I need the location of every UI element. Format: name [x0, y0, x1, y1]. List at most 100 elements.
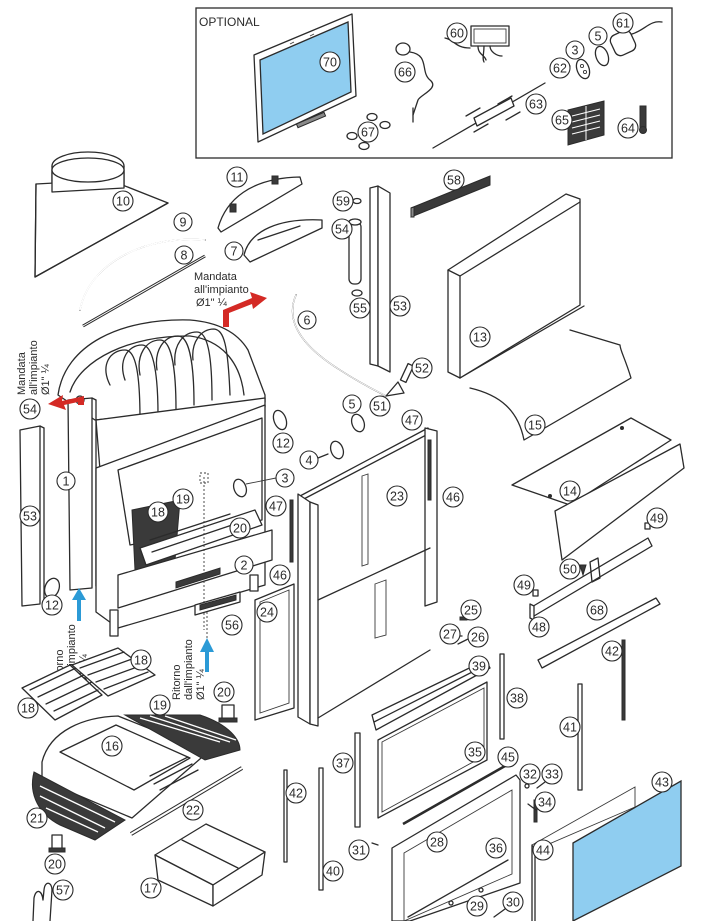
- callout-circle: [19, 505, 41, 527]
- supply-arrow-red-left: [48, 395, 84, 410]
- callout-part-5: 5: [342, 394, 362, 414]
- callout-number: 12: [276, 437, 290, 451]
- callout-number: 57: [56, 884, 70, 898]
- part-70-optional-glass-door: [253, 13, 357, 143]
- callout-number: 4: [306, 454, 313, 468]
- callout-part-15: 15: [524, 414, 546, 436]
- callout-part-42: 42: [601, 640, 623, 662]
- callout-circle: [112, 190, 134, 212]
- callout-part-62: 62: [549, 57, 571, 79]
- callout-part-40: 40: [322, 860, 344, 882]
- callout-number: 35: [468, 746, 482, 760]
- callout-circle: [275, 468, 295, 488]
- callout-part-8: 8: [174, 245, 194, 265]
- supply-annotation-top: Mandata all'impianto Ø1" ¼: [194, 271, 267, 327]
- callout-circle: [19, 398, 41, 420]
- callout-number: 11: [231, 171, 244, 185]
- callout-circle: [174, 245, 194, 265]
- callout-number: 2: [241, 559, 248, 573]
- callout-number: 46: [446, 491, 460, 505]
- callout-circle: [331, 218, 353, 240]
- callout-number: 22: [186, 804, 200, 818]
- callout-part-3: 3: [565, 40, 585, 60]
- callout-part-2: 2: [234, 555, 254, 575]
- callout-circle: [469, 326, 491, 348]
- callout-part-7: 7: [224, 241, 244, 261]
- callout-part-65: 65: [551, 109, 573, 131]
- callout-circle: [256, 601, 278, 623]
- callout-part-26: 26: [467, 626, 489, 648]
- callout-number: 17: [144, 882, 158, 896]
- callout-number: 39: [472, 660, 486, 674]
- callout-part-60: 60: [446, 22, 468, 44]
- callout-number: 51: [373, 400, 387, 414]
- callout-part-46: 46: [269, 564, 291, 586]
- callout-number: 27: [443, 628, 457, 642]
- callout-circle: [559, 558, 581, 580]
- callout-circle: [44, 853, 66, 875]
- callout-part-12: 12: [272, 432, 294, 454]
- return-arrow-blue-left: [72, 588, 86, 621]
- part-38-gasket-strip: [499, 653, 505, 740]
- callout-number: 20: [48, 858, 62, 872]
- callout-number: 19: [153, 699, 167, 713]
- callout-part-32: 32: [519, 763, 541, 785]
- callout-circle: [101, 735, 123, 757]
- callout-circle: [369, 395, 391, 417]
- callout-part-45: 45: [497, 746, 519, 768]
- callout-part-49: 49: [513, 574, 535, 596]
- callout-circle: [394, 61, 416, 83]
- callout-number: 18: [134, 654, 148, 668]
- callout-number: 26: [471, 631, 485, 645]
- callout-part-68: 68: [586, 599, 608, 621]
- callout-number: 31: [352, 844, 366, 858]
- part-57-glove: [32, 882, 53, 921]
- vent-slot: [175, 567, 221, 589]
- callout-part-49: 49: [646, 507, 668, 529]
- callout-circle: [601, 640, 623, 662]
- part-17-ash-drawer: [154, 823, 266, 907]
- callout-circle: [467, 626, 489, 648]
- callout-circle: [52, 879, 74, 901]
- part-68-strip: [537, 597, 661, 669]
- part-42-rod-left: [283, 769, 288, 863]
- part-19-half-grate: [123, 714, 241, 761]
- callout-circle: [411, 357, 433, 379]
- callout-part-22: 22: [182, 799, 204, 821]
- callout-part-18: 18: [17, 697, 39, 719]
- part-45-rod: [402, 764, 506, 826]
- callout-circle: [468, 655, 490, 677]
- callout-number: 14: [563, 485, 577, 499]
- callout-number: 3: [572, 44, 579, 58]
- callout-number: 49: [650, 512, 664, 526]
- callout-number: 50: [563, 563, 577, 577]
- callout-number: 16: [105, 740, 119, 754]
- optional-label: OPTIONAL: [199, 15, 260, 29]
- callout-circle: [588, 26, 608, 46]
- callout-number: 38: [510, 692, 524, 706]
- callout-circle: [565, 40, 585, 60]
- callout-part-35: 35: [464, 741, 486, 763]
- callout-part-37: 37: [332, 752, 354, 774]
- part-55-washer: [351, 289, 363, 297]
- callout-number: 24: [260, 606, 274, 620]
- callout-circle: [559, 480, 581, 502]
- callout-part-57: 57: [52, 879, 74, 901]
- svg-text:all'impianto: all'impianto: [194, 284, 249, 296]
- callout-number: 65: [555, 114, 569, 128]
- part-29-screws: [448, 887, 484, 906]
- part-11-deflector: [217, 175, 303, 233]
- callout-number: 29: [470, 900, 484, 914]
- callout-part-28: 28: [426, 831, 448, 853]
- callout-number: 70: [323, 56, 337, 70]
- callout-part-9: 9: [173, 212, 193, 232]
- part-56-front-grille: [194, 591, 241, 616]
- callout-part-34: 34: [534, 791, 556, 813]
- callout-part-63: 63: [525, 93, 547, 115]
- callout-number: 30: [506, 896, 520, 910]
- callout-circle: [559, 716, 581, 738]
- callout-circle: [182, 799, 204, 821]
- part-10-hood: [34, 151, 169, 278]
- callout-part-19: 19: [149, 694, 171, 716]
